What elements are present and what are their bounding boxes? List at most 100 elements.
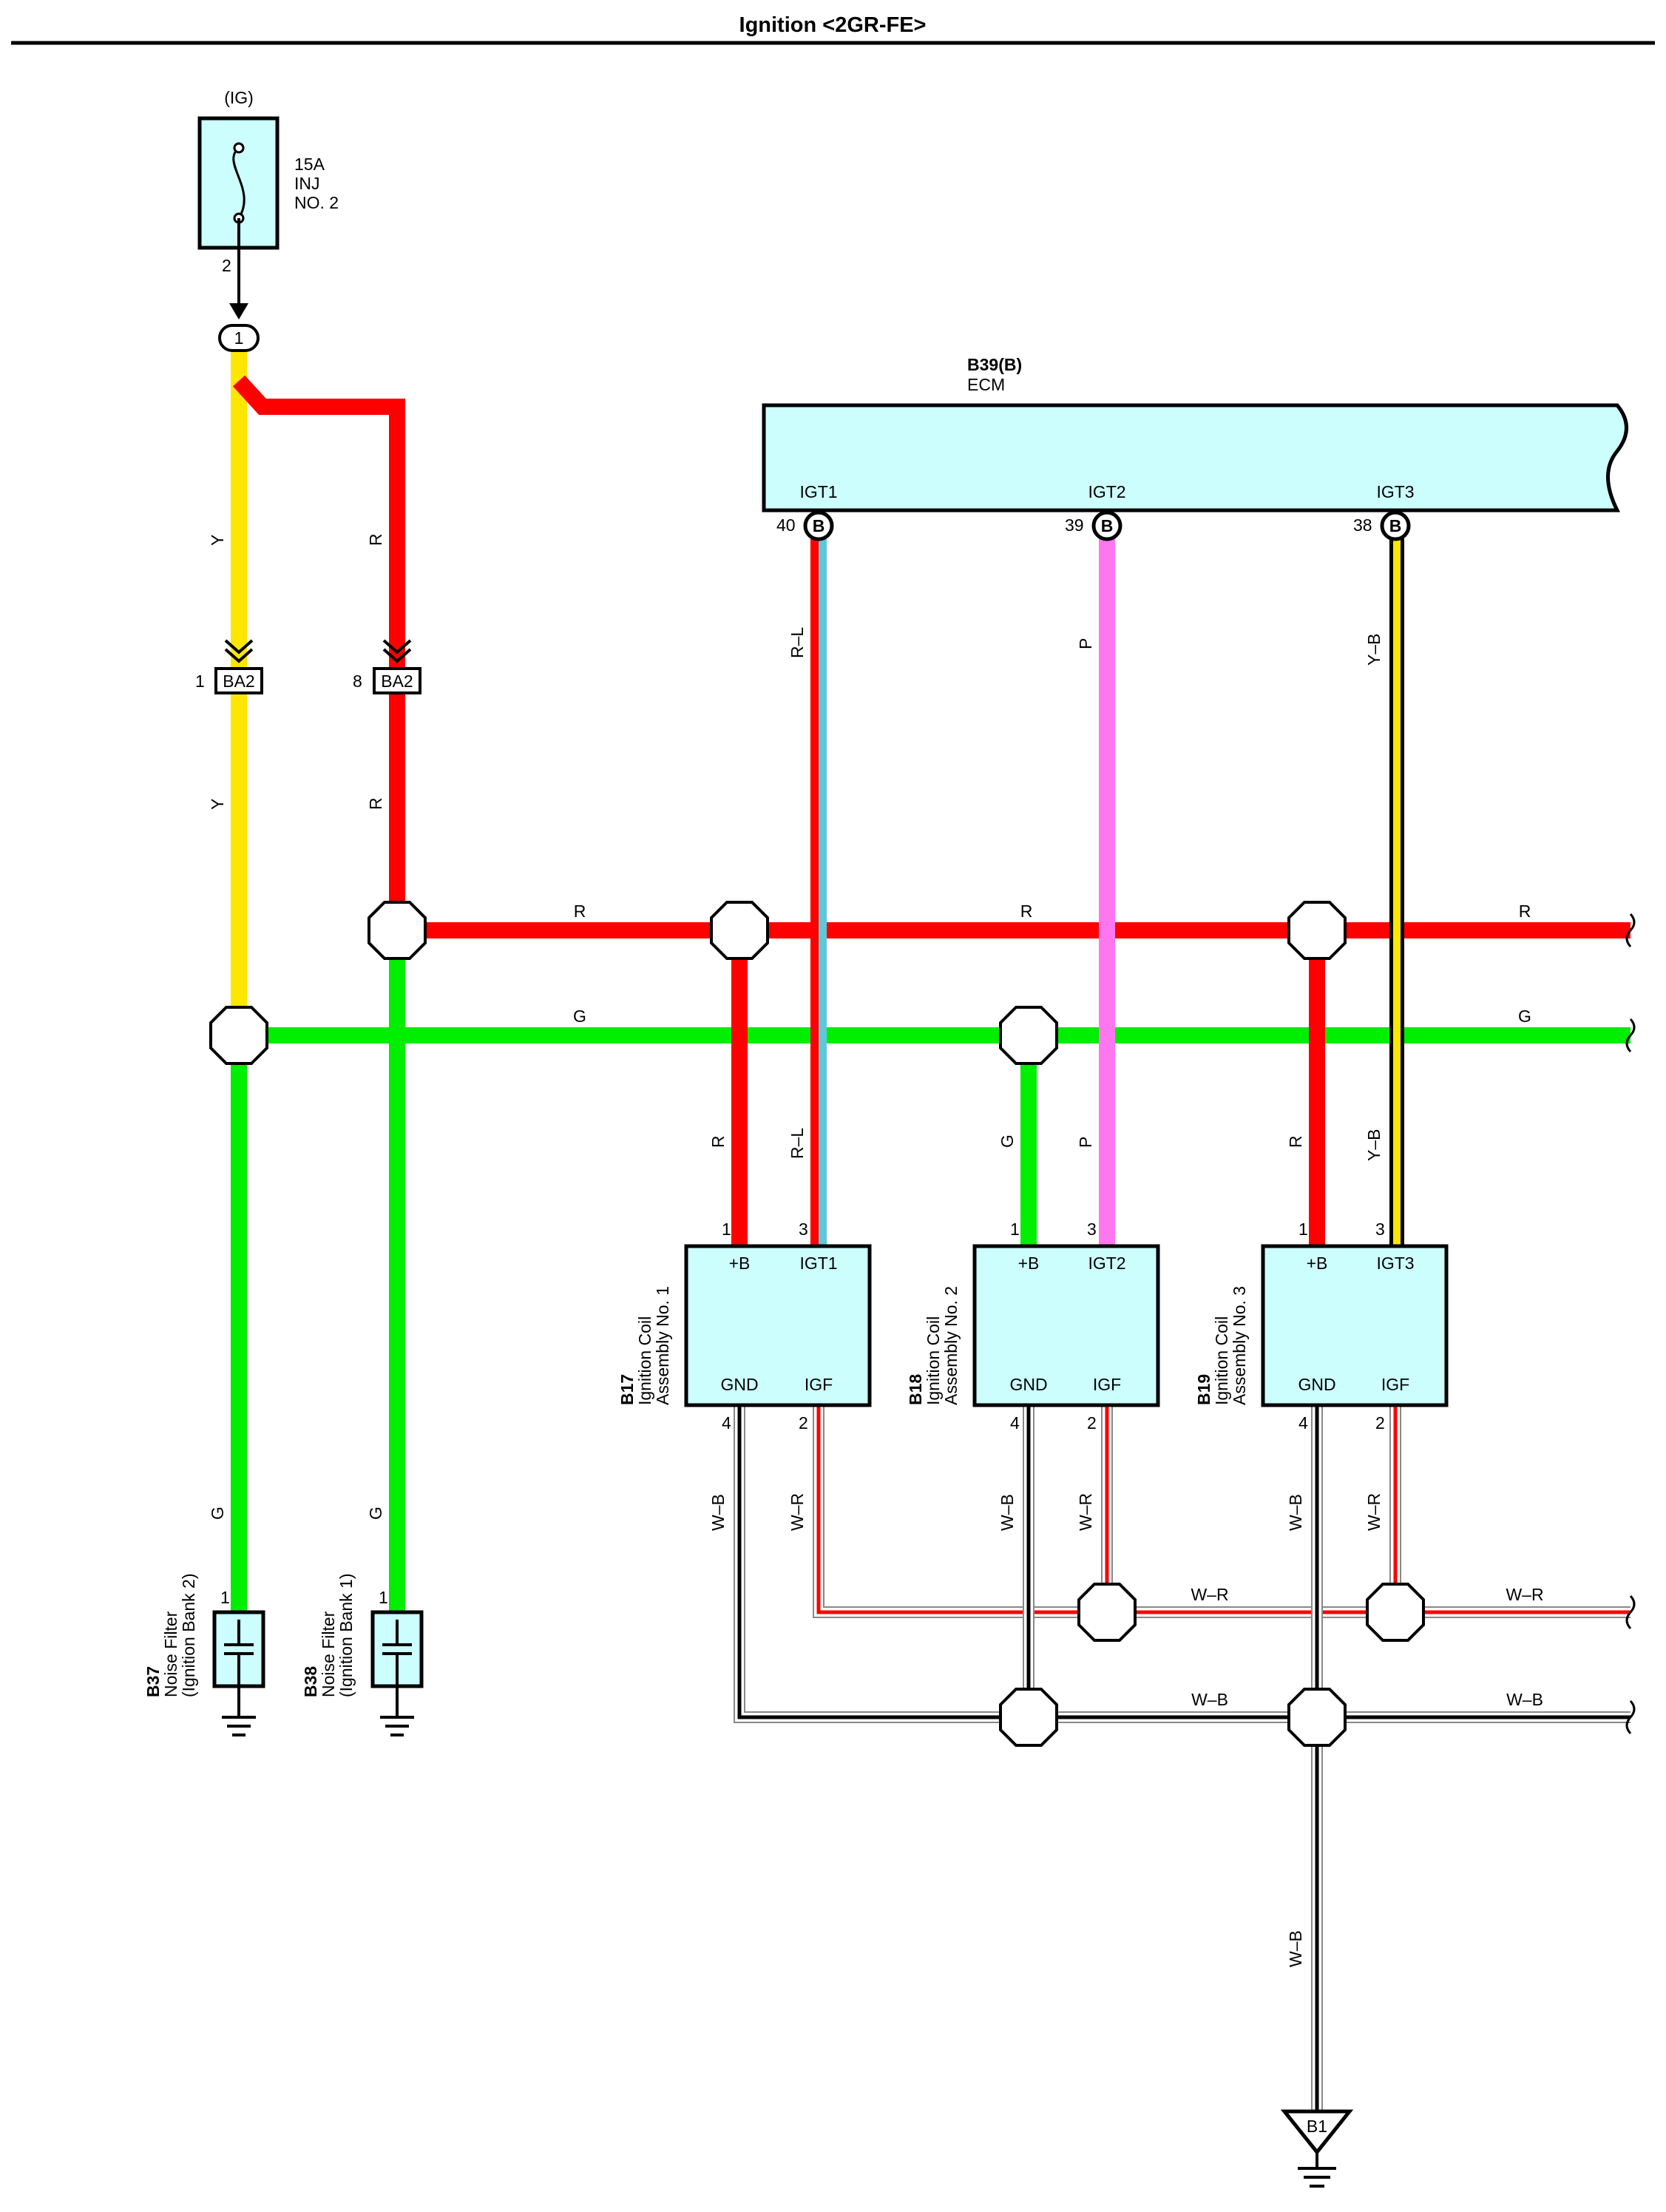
wire-label-r: R	[1020, 902, 1033, 921]
filter-b37-line1: Noise Filter	[161, 1611, 180, 1697]
arrow-icon	[229, 303, 248, 319]
wire-yb-fill	[1393, 527, 1401, 1246]
fuse-icon	[232, 146, 246, 219]
wire-label-wr: W–R	[1364, 1493, 1384, 1531]
wire-wr-group	[813, 1405, 1631, 1618]
splice-node-r-1	[368, 901, 427, 960]
coil-b17-igt: IGT1	[799, 1254, 837, 1273]
splice-node-wb-1	[999, 1688, 1058, 1747]
splice-node-g-2	[999, 1006, 1058, 1065]
coil-b19-igt: IGT3	[1376, 1254, 1414, 1273]
filter-b38-pin: 1	[379, 1588, 388, 1607]
ecm-badge-39: B	[1101, 516, 1114, 535]
wire-label-wb: W–B	[708, 1494, 728, 1531]
wire-label-p: P	[1076, 638, 1095, 649]
coil-b18-box	[972, 1244, 1160, 1407]
filter-b37-code: B37	[143, 1666, 163, 1697]
wire-label-r: R	[366, 797, 385, 810]
filter-b38-caption: B38 Noise Filter (Ignition Bank 1)	[301, 1574, 356, 1697]
coil-b17-line2: Assembly No. 1	[653, 1286, 672, 1405]
coil-b18-igf: IGF	[1093, 1375, 1121, 1394]
coil-b18-gnd: GND	[1009, 1375, 1047, 1394]
ecm-terminal-igt3: IGT3	[1376, 482, 1414, 501]
coil-b17-plusb: +B	[729, 1254, 751, 1273]
coil-b18-pin-b: 1	[1010, 1220, 1020, 1239]
ground-b1-triangle	[1280, 2109, 1354, 2156]
wire-label-g: G	[573, 1007, 586, 1026]
wire-label-wr: W–R	[788, 1493, 807, 1531]
coil-b17-pin-igf: 2	[799, 1413, 808, 1433]
fuse-terminal-top	[233, 142, 245, 154]
ecm-pin-badge-38	[1380, 510, 1411, 541]
ground-b1-label: B1	[1307, 2117, 1327, 2136]
ecm-pin-badge-39	[1091, 510, 1122, 541]
wire-label-p: P	[1076, 1137, 1095, 1148]
coil-b19-line1: Ignition Coil	[1212, 1316, 1231, 1405]
fuse-pin: 2	[222, 256, 231, 275]
coil-b17-box	[684, 1244, 872, 1407]
fuse-name-2: NO. 2	[294, 193, 339, 212]
ecm-pin-38: 38	[1353, 515, 1372, 535]
fuse-source: (IG)	[224, 88, 254, 107]
wire-label-wr: W–R	[1506, 1585, 1543, 1604]
coil-b19-gnd: GND	[1298, 1375, 1335, 1394]
ecm-terminal-igt2: IGT2	[1088, 482, 1125, 501]
coil-b17-gnd: GND	[720, 1375, 758, 1394]
coil-b17-caption: B17 Ignition Coil Assembly No. 1	[617, 1286, 672, 1405]
ba2-label-right: BA2	[381, 672, 413, 691]
wire-label-wb: W–B	[1286, 1930, 1305, 1967]
coil-b19-pin-b: 1	[1298, 1220, 1308, 1239]
splice-node-g-1	[209, 1006, 268, 1065]
wire-label-rl: R–L	[788, 627, 807, 658]
ecm-code: B39(B)	[967, 355, 1022, 374]
ground-icon	[1298, 2152, 1336, 2188]
filter-b38-code: B38	[301, 1666, 320, 1697]
coil-b18-pin-gnd: 4	[1010, 1413, 1020, 1433]
wire-label-wb: W–B	[1191, 1690, 1228, 1709]
filter-b38-line1: Noise Filter	[319, 1611, 338, 1697]
wire-label-r: R	[708, 1135, 728, 1148]
filter-b37-pin: 1	[220, 1588, 230, 1607]
splice-nodes	[209, 901, 1425, 1747]
splice-node-r-2	[710, 901, 769, 960]
capacitor-icon	[382, 1620, 412, 1716]
coil-b19-igf: IGF	[1381, 1375, 1409, 1394]
wire-rl-red	[810, 527, 819, 1246]
coil-b17-code: B17	[617, 1374, 637, 1405]
wire-label-y: Y	[208, 799, 227, 810]
wire-label-y: Y	[208, 535, 227, 546]
filter-b37-line2: (Ignition Bank 2)	[179, 1574, 198, 1697]
ba2-box-right	[373, 667, 421, 694]
coil-b18-code: B18	[906, 1374, 925, 1405]
coil-b17-pin-gnd: 4	[722, 1413, 731, 1433]
coil-b19-pin-igf: 2	[1375, 1413, 1385, 1433]
coil-b18-caption: B18 Ignition Coil Assembly No. 2	[906, 1286, 961, 1405]
ecm-pin-40: 40	[776, 515, 796, 535]
coil-b18-pin-igf: 2	[1087, 1413, 1097, 1433]
coil-b17-pin-igt: 3	[799, 1220, 808, 1239]
wire-wb-group	[734, 1405, 1631, 2145]
splice-node-wr-1	[1077, 1583, 1137, 1642]
wire-rl-teal	[819, 527, 827, 1246]
ground-icon	[380, 1716, 414, 1736]
wire-label-rl: R–L	[788, 1128, 807, 1159]
filter-b37-caption: B37 Noise Filter (Ignition Bank 2)	[143, 1574, 198, 1697]
ecm-terminal-igt1: IGT1	[799, 482, 837, 501]
splice-node-wb-2	[1287, 1688, 1347, 1747]
ecm-badge-40: B	[813, 516, 825, 535]
coil-b17-igf: IGF	[805, 1375, 833, 1394]
coil-b19-pin-igt: 3	[1375, 1220, 1385, 1239]
ba2-pin-left: 1	[195, 672, 205, 691]
ba2-pin-right: 8	[353, 672, 362, 691]
wire-r-branch	[232, 375, 405, 930]
wire-label-g: G	[998, 1134, 1017, 1148]
coil-b18-plusb: +B	[1018, 1254, 1040, 1273]
splice-node-wr-2	[1366, 1583, 1425, 1642]
ba2-box-left	[214, 667, 263, 694]
ba2-chevrons-right	[382, 639, 412, 663]
coil-b18-line1: Ignition Coil	[924, 1316, 943, 1405]
coil-b19-code: B19	[1194, 1374, 1213, 1405]
wire-label-wb: W–B	[1506, 1690, 1543, 1709]
fuse-rating: 15A	[294, 155, 325, 174]
